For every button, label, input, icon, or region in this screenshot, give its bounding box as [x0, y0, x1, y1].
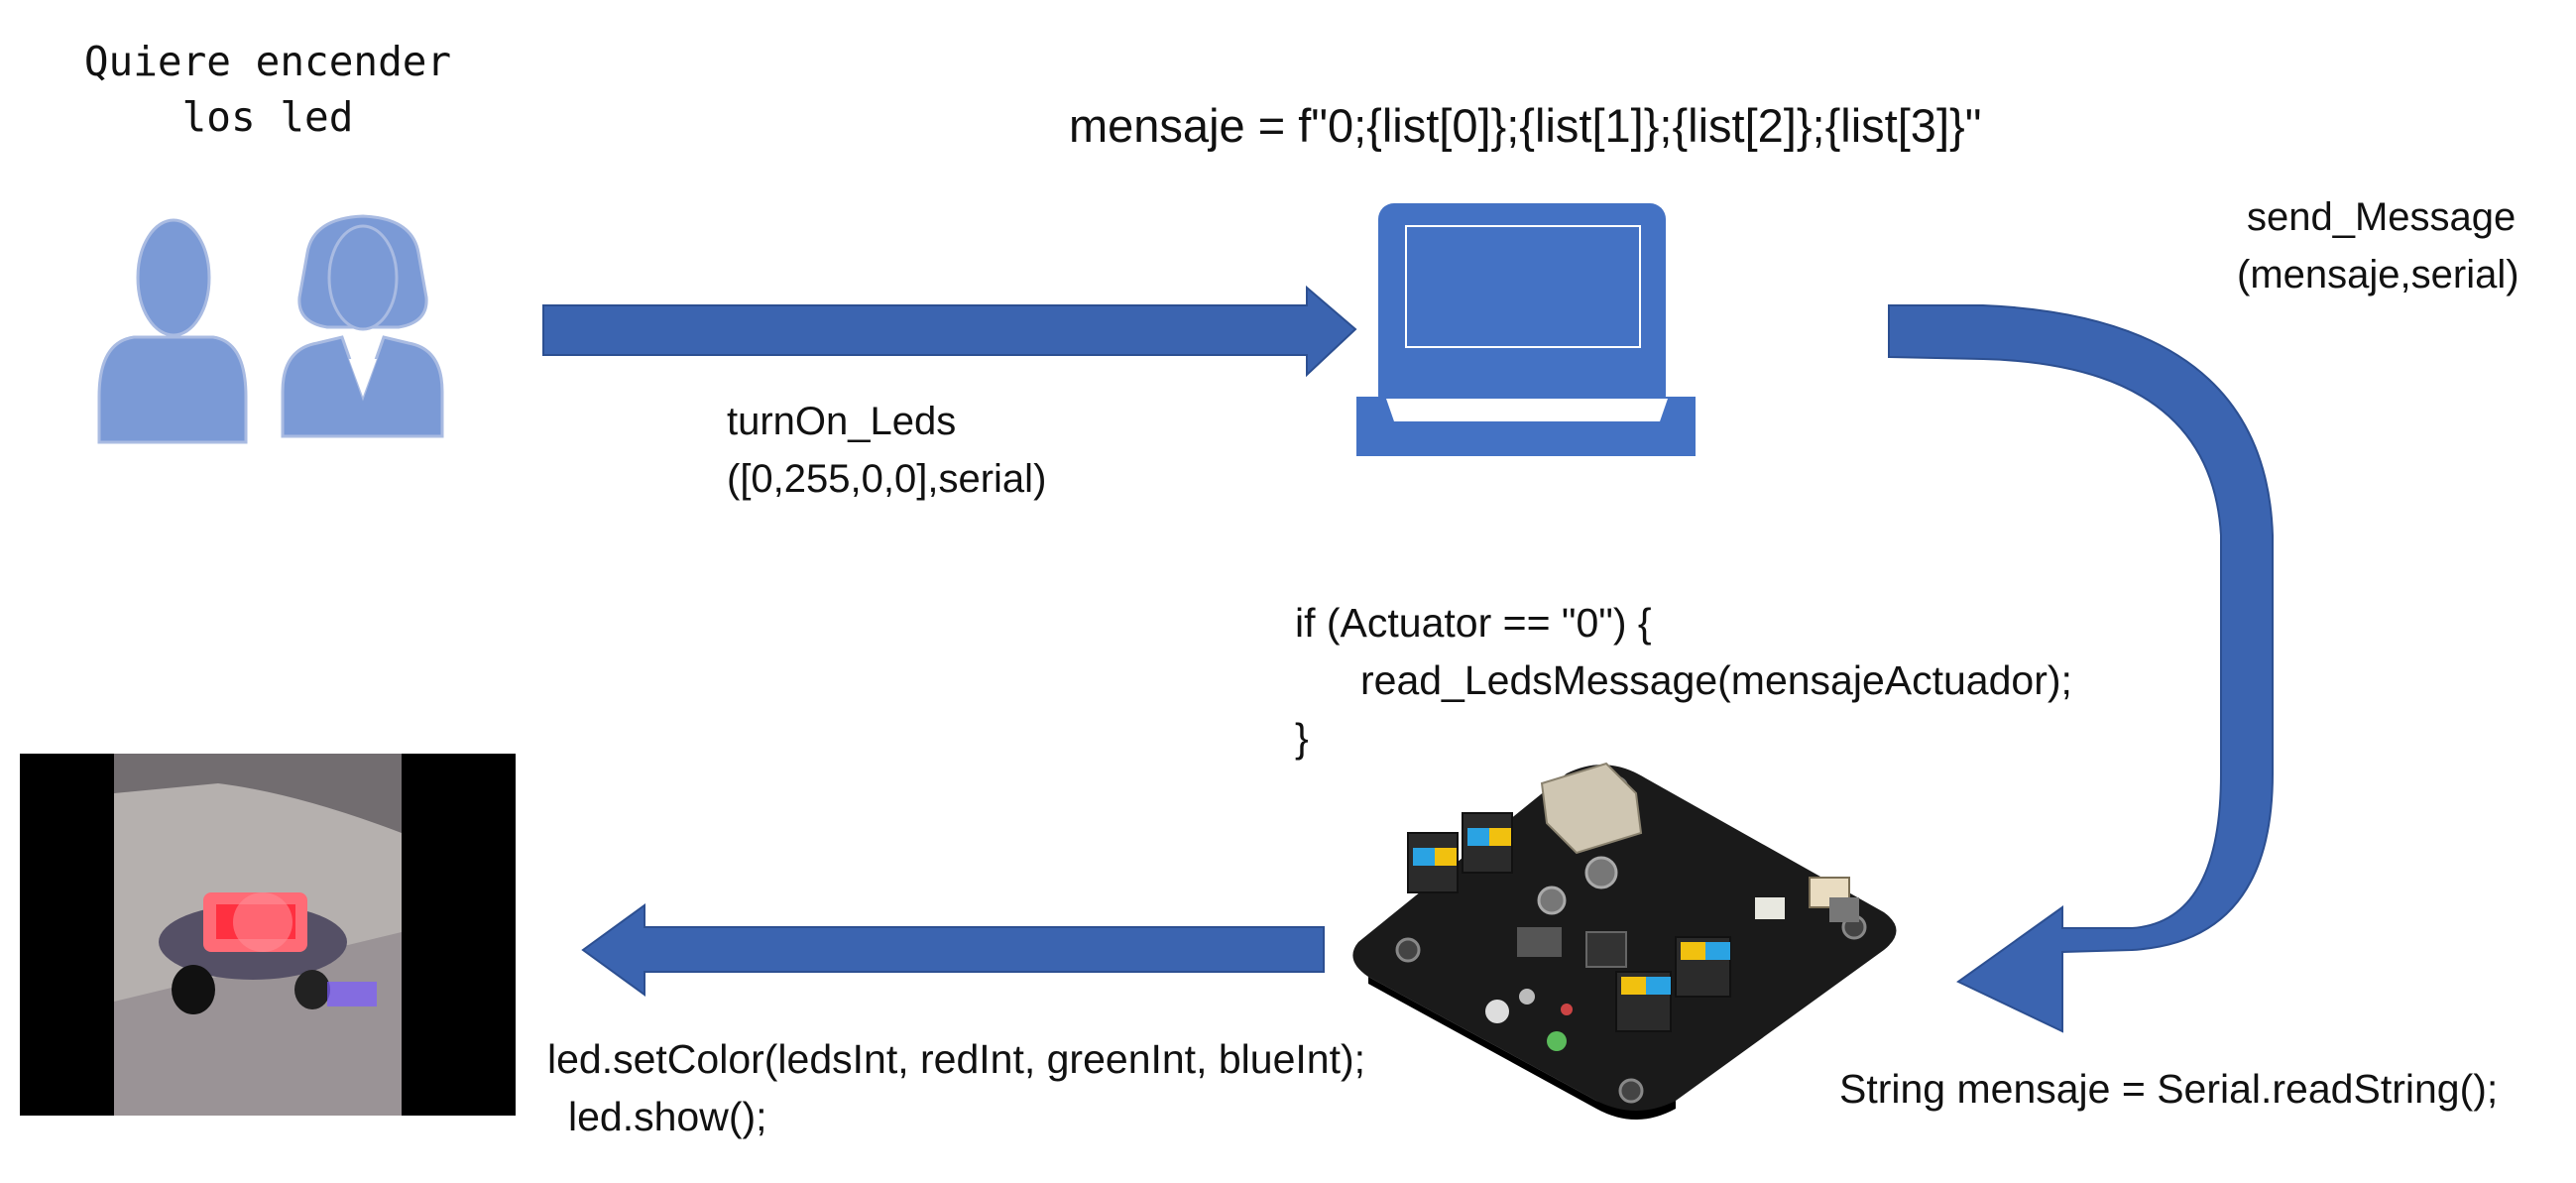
read-leds-call: read_LedsMessage(mensajeActuador); [1360, 657, 2072, 703]
man-user-icon [97, 218, 248, 444]
arrow-board-to-robot [581, 903, 1325, 997]
laptop-icon [1356, 203, 1696, 456]
woman-user-icon [281, 214, 444, 438]
user-caption: Quiere encender los led [83, 38, 452, 141]
turnon-leds-label: turnOn_Leds [727, 400, 957, 443]
code-closing-brace: } [1295, 715, 1309, 761]
robot-photo [20, 754, 516, 1116]
actuator-condition: if (Actuator == "0") { [1295, 600, 1652, 646]
send-message-args: (mensaje,serial) [2237, 253, 2519, 296]
send-message-label: send_Message [2247, 195, 2517, 239]
arrow-user-to-laptop [542, 285, 1357, 378]
turnon-leds-args: ([0,255,0,0],serial) [727, 457, 1047, 501]
controller-board-image [1352, 762, 1897, 1120]
set-color-call: led.setColor(ledsInt, redInt, greenInt, … [547, 1036, 1366, 1082]
arrow-laptop-to-board [1888, 304, 2274, 1033]
serial-read-string: String mensaje = Serial.readString(); [1839, 1066, 2499, 1112]
led-show-call: led.show(); [568, 1094, 767, 1139]
message-formula: mensaje = f"0;{list[0]};{list[1]};{list[… [1069, 99, 1982, 152]
